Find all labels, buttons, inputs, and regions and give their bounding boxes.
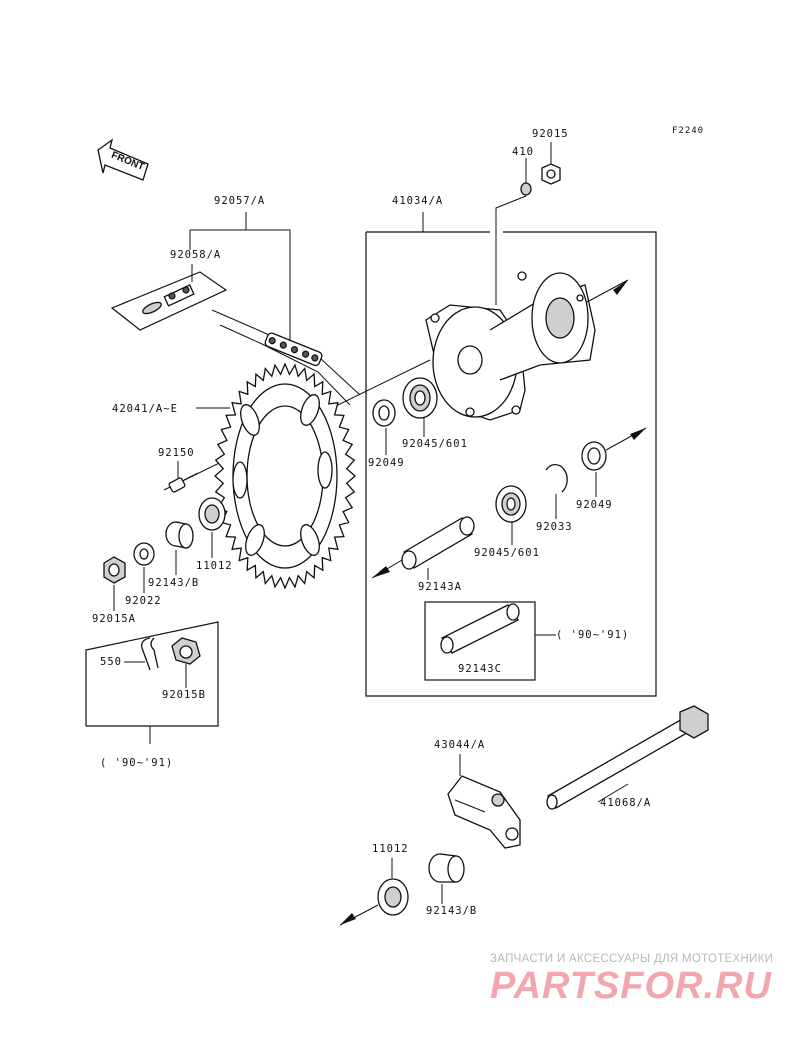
label-92143c: 92143C (458, 663, 502, 675)
label-92150: 92150 (158, 447, 195, 459)
label-41068: 41068/A (600, 797, 651, 809)
spacer-92143c-box (424, 601, 536, 681)
label-92015a: 92015A (92, 613, 136, 625)
circlip-92033 (545, 464, 568, 493)
axle-41068 (546, 705, 709, 810)
svg-text:PARTSFOR.RU: PARTSFOR.RU (490, 965, 772, 1007)
bearing-92045-top (402, 377, 438, 419)
front-arrow-icon: FRONT (97, 138, 149, 181)
rear-sprocket (214, 362, 356, 590)
spacer-92143a (401, 516, 475, 570)
note-years-hub: ( '90~'91) (556, 629, 629, 641)
label-92045-top: 92045/601 (402, 438, 468, 450)
label-92058: 92058/A (170, 249, 221, 261)
collar-92143b-bottom (428, 853, 465, 883)
label-11012-bottom: 11012 (372, 843, 409, 855)
label-92049-right: 92049 (576, 499, 613, 511)
label-92143a: 92143A (418, 581, 462, 593)
label-92015: 92015 (532, 128, 569, 140)
collar-92143b-top (165, 521, 194, 549)
label-92057: 92057/A (214, 195, 265, 207)
rear-hub (425, 271, 596, 421)
label-92143b-bottom: 92143/B (426, 905, 477, 917)
nut-92015-top (541, 142, 561, 185)
label-42041: 42041/A~E (112, 403, 178, 415)
nut-92015a (103, 556, 126, 584)
label-11012-top: 11012 (196, 560, 233, 572)
label-92049-left: 92049 (368, 457, 405, 469)
washer-92022 (133, 542, 155, 566)
master-link-kit (110, 271, 228, 331)
label-92143b-top: 92143/B (148, 577, 199, 589)
bearing-92045-mid (495, 485, 527, 523)
label-43044: 43044/A (434, 739, 485, 751)
bolt-92150 (168, 472, 199, 493)
coupling-11012-top (198, 497, 226, 531)
label-410: 410 (512, 146, 534, 158)
svg-text:ЗАПЧАСТИ И АКСЕССУАРЫ ДЛЯ МОТО: ЗАПЧАСТИ И АКСЕССУАРЫ ДЛЯ МОТОТЕХНИКИ (490, 953, 773, 965)
washer-410 (520, 158, 532, 196)
label-41034: 41034/A (392, 195, 443, 207)
chain-adjuster-43044 (447, 775, 521, 849)
seal-92049-right (581, 441, 607, 471)
castle-nut-box (85, 621, 219, 727)
figure-code: F2240 (672, 126, 704, 136)
drive-chain (211, 309, 361, 406)
label-92033: 92033 (536, 521, 573, 533)
note-years-nut: ( '90~'91) (100, 757, 173, 769)
watermark-logo: ЗАПЧАСТИ И АКСЕССУАРЫ ДЛЯ МОТОТЕХНИКИ PA… (490, 953, 773, 1007)
coupling-11012-bottom (377, 878, 409, 916)
label-92045-mid: 92045/601 (474, 547, 540, 559)
seal-92049-left (372, 399, 396, 427)
label-550: 550 (100, 656, 122, 668)
label-92015b: 92015B (162, 689, 206, 701)
label-92022: 92022 (125, 595, 162, 607)
